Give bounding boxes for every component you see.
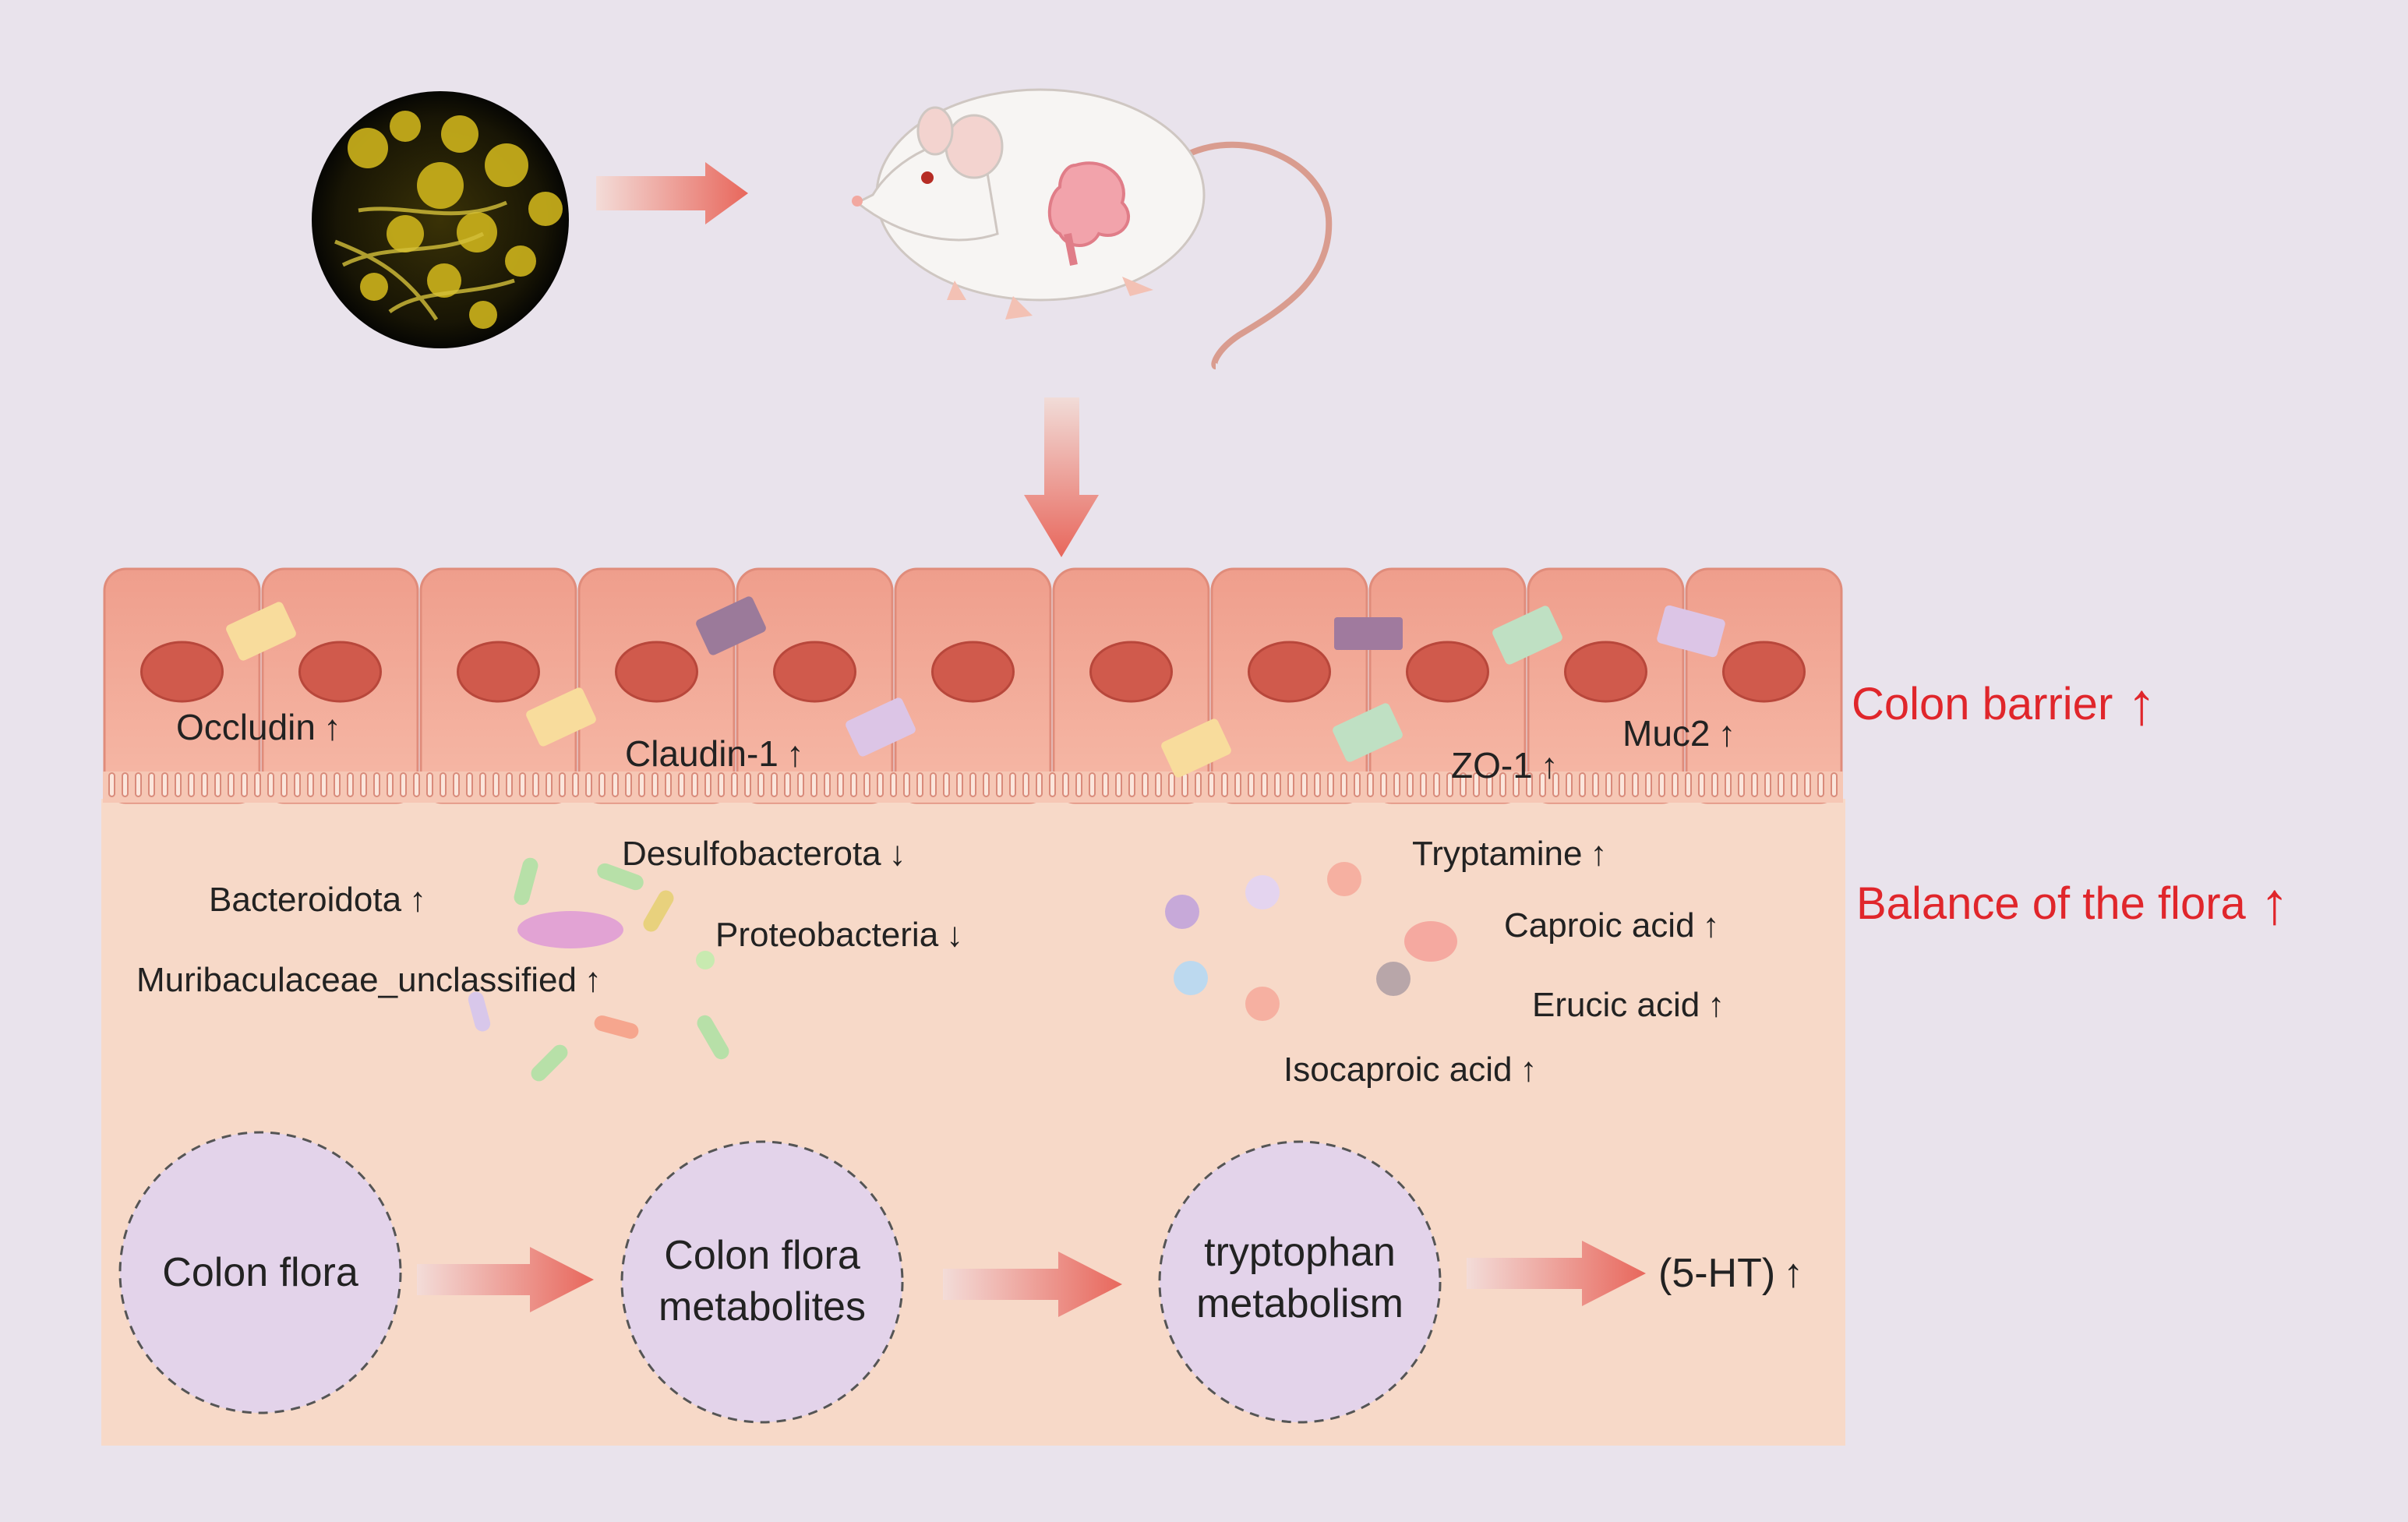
fungus-micrograph-icon [312, 91, 569, 348]
cell-nucleus [457, 641, 540, 703]
fat-arrow-icon [1024, 397, 1099, 557]
label-proteobacteria: Proteobacteria↓ [715, 916, 964, 954]
label-balance-of-flora: Balance of the flora↑ [1856, 870, 2290, 937]
cell-nucleus [140, 641, 224, 703]
fat-arrow-icon [1467, 1241, 1646, 1306]
label-zo-1: ZO-1↑ [1451, 745, 1559, 786]
fat-arrow-icon [943, 1252, 1122, 1317]
cell-nucleus [1248, 641, 1331, 703]
pathway-circle-metabolites [620, 1140, 904, 1424]
pathway-text-metabolites: Colon flora metabolites [658, 1233, 866, 1330]
cell-nucleus [615, 641, 698, 703]
microvilli [103, 772, 1843, 803]
label-occludin: Occludin↑ [176, 707, 341, 747]
label-tryptamine: Tryptamine↑ [1412, 835, 1608, 873]
pathway-text-tryptophan: tryptophan metabolism [1196, 1230, 1403, 1326]
cell-nucleus [1089, 641, 1173, 703]
pathway-circle-tryptophan [1158, 1140, 1442, 1424]
cell-nucleus [931, 641, 1015, 703]
epithelial-cell-layer [103, 567, 1843, 804]
label-claudin-1: Claudin-1↑ [625, 733, 804, 774]
pathway-circle-colon-flora [118, 1131, 402, 1414]
metabolite-dot-icon [1165, 862, 1457, 1021]
label-desulfobacterota: Desulfobacterota↓ [622, 835, 906, 873]
label-caproic-acid: Caproic acid↑ [1504, 906, 1720, 945]
cell-nucleus [773, 641, 856, 703]
bacteria-icon [468, 857, 729, 1082]
label-bacteroidota: Bacteroidota↑ [209, 881, 427, 919]
cell-nucleus [298, 641, 382, 703]
label-colon-barrier: Colon barrier↑ [1852, 671, 2157, 737]
cell-nucleus [1722, 641, 1806, 703]
mouse-with-intestine-icon [852, 88, 1333, 369]
cell-nucleus [1406, 641, 1489, 703]
pathway-text-colon-flora: Colon flora [162, 1250, 358, 1295]
pathway-result-5ht: (5-HT)↑ [1658, 1251, 1804, 1296]
fat-arrow-icon [596, 162, 748, 224]
label-muribaculaceae: Muribaculaceae_unclassified↑ [136, 961, 602, 999]
junction-protein-chips [226, 596, 1725, 778]
cell-nucleus [1564, 641, 1647, 703]
label-isocaproic-acid: Isocaproic acid↑ [1283, 1051, 1538, 1089]
label-erucic-acid: Erucic acid↑ [1532, 986, 1725, 1024]
label-muc2: Muc2↑ [1622, 713, 1736, 754]
fat-arrow-icon [417, 1247, 594, 1312]
pathway [118, 1131, 1646, 1424]
colon-lumen [101, 799, 1845, 1446]
